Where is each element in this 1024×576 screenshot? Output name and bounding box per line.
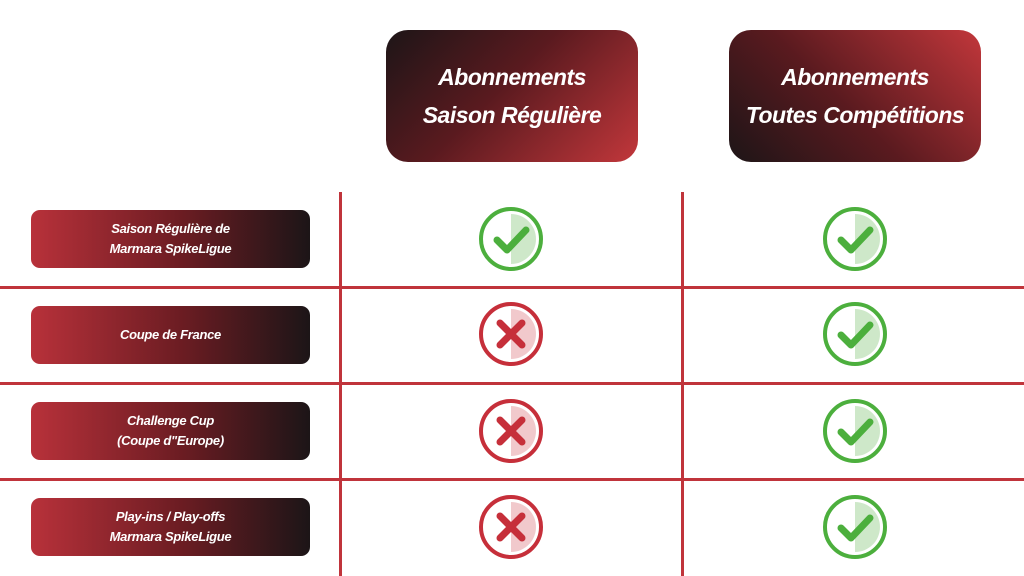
check-circle-icon — [823, 399, 887, 463]
cross-circle-icon — [479, 495, 543, 559]
row-label-regular-season: Saison Régulière de Marmara SpikeLigue — [31, 210, 310, 268]
column-header-line2: Saison Régulière — [422, 102, 602, 128]
cross-circle-icon — [479, 399, 543, 463]
mark-challenge-cup-col-b — [822, 398, 888, 464]
column-header-line1: Abonnements — [781, 64, 929, 90]
mark-regular-season-col-a — [478, 206, 544, 272]
column-header-line1: Abonnements — [438, 64, 586, 90]
column-header-regular-season: Abonnements Saison Régulière — [386, 30, 638, 162]
mark-challenge-cup-col-a — [478, 398, 544, 464]
row-label-challenge-cup: Challenge Cup (Coupe d"Europe) — [31, 402, 310, 460]
row-label-line1: Play-ins / Play-offs — [115, 509, 226, 524]
grid-horizontal-divider — [0, 478, 1024, 481]
mark-coupe-de-france-col-a — [478, 301, 544, 367]
check-circle-icon — [479, 207, 543, 271]
row-label-line2: (Coupe d"Europe) — [117, 433, 224, 448]
grid-horizontal-divider — [0, 286, 1024, 289]
row-label-coupe-de-france: Coupe de France — [31, 306, 310, 364]
row-label-line2: Marmara SpikeLigue — [109, 241, 232, 256]
mark-playoffs-col-b — [822, 494, 888, 560]
row-label-line1: Challenge Cup — [126, 413, 215, 428]
mark-coupe-de-france-col-b — [822, 301, 888, 367]
mark-playoffs-col-a — [478, 494, 544, 560]
check-circle-icon — [823, 207, 887, 271]
check-circle-icon — [823, 495, 887, 559]
grid-horizontal-divider — [0, 382, 1024, 385]
mark-regular-season-col-b — [822, 206, 888, 272]
check-circle-icon — [823, 302, 887, 366]
row-label-line1: Coupe de France — [120, 327, 221, 342]
row-label-playoffs: Play-ins / Play-offs Marmara SpikeLigue — [31, 498, 310, 556]
column-header-line2: Toutes Compétitions — [745, 102, 965, 128]
column-header-all-competitions: Abonnements Toutes Compétitions — [729, 30, 981, 162]
cross-circle-icon — [479, 302, 543, 366]
row-label-line2: Marmara SpikeLigue — [109, 529, 232, 544]
row-label-line1: Saison Régulière de — [111, 221, 230, 236]
